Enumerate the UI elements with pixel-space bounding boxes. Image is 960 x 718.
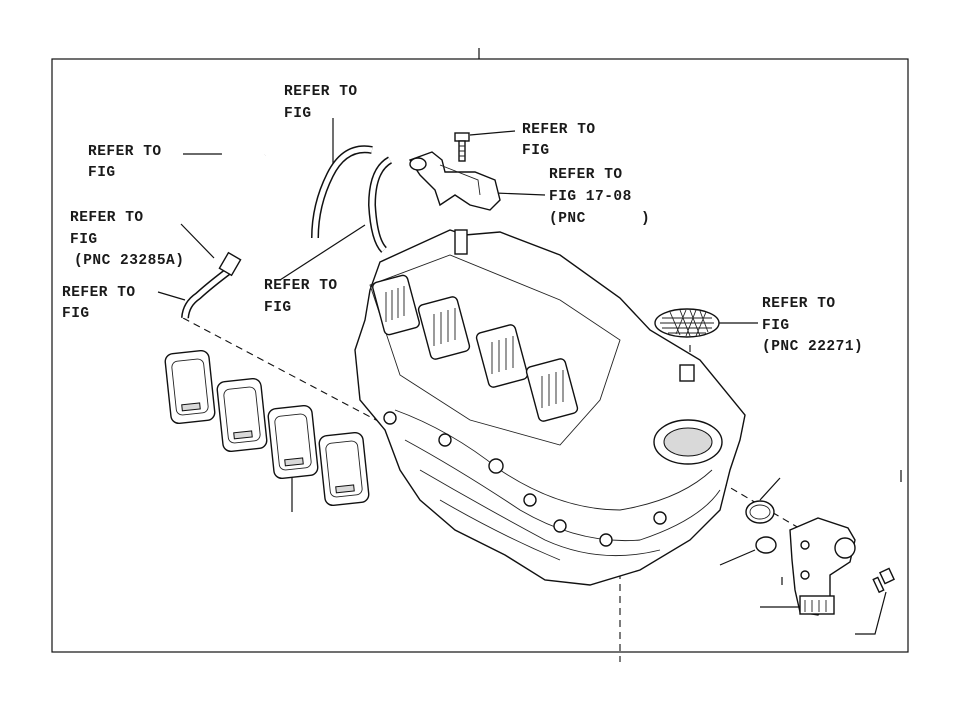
callout-hose-low: REFER TO FIG	[62, 285, 136, 322]
bolt-top	[454, 132, 470, 162]
hose-vsv-lower	[181, 251, 242, 319]
svg-text:FIG: FIG	[522, 143, 550, 159]
svg-text:FIG: FIG	[88, 165, 116, 181]
svg-text:REFER TO: REFER TO	[522, 122, 596, 138]
svg-text:REFER TO: REFER TO	[62, 285, 136, 301]
svg-text:FIG: FIG	[264, 300, 292, 316]
svg-text:REFER TO: REFER TO	[549, 167, 623, 183]
svg-text:(PNC ): (PNC )	[549, 211, 650, 227]
hose-top-left	[222, 135, 269, 256]
o-ring	[745, 500, 775, 524]
svg-text:(PNC 22271): (PNC 22271)	[762, 339, 863, 355]
svg-text:FIG 17-08: FIG 17-08	[549, 189, 632, 205]
leader-lines	[157, 118, 887, 635]
throttle-gasket	[654, 308, 720, 338]
callout-gasket: REFER TO FIG (PNC 22271)	[762, 296, 863, 355]
svg-text:FIG: FIG	[762, 318, 790, 334]
diagram-frame	[51, 58, 909, 653]
bracket-sensor	[408, 151, 501, 211]
throttle-sensor	[789, 517, 856, 616]
bolt-right	[872, 567, 895, 594]
pipe-center-left	[311, 145, 373, 239]
callout-pipe-mid: REFER TO FIG	[264, 278, 338, 316]
svg-text:REFER TO: REFER TO	[762, 296, 836, 312]
callout-hose-left: REFER TO FIG	[88, 144, 162, 181]
port-gaskets	[164, 349, 370, 507]
svg-text:REFER TO: REFER TO	[264, 278, 338, 294]
svg-text:FIG: FIG	[284, 106, 312, 122]
callout-bolt: REFER TO FIG	[522, 122, 596, 159]
svg-text:REFER TO: REFER TO	[70, 210, 144, 226]
pipe-center-right	[367, 156, 393, 253]
svg-text:(PNC 23285A): (PNC 23285A)	[74, 253, 184, 269]
intake-manifold	[354, 229, 746, 586]
svg-text:REFER TO: REFER TO	[284, 84, 358, 100]
svg-text:FIG: FIG	[70, 232, 98, 248]
plug	[755, 536, 777, 554]
svg-text:REFER TO: REFER TO	[88, 144, 162, 160]
svg-text:FIG: FIG	[62, 306, 90, 322]
callout-bracket: REFER TO FIG 17-08 (PNC )	[549, 167, 650, 227]
callout-vsv: REFER TO FIG (PNC 23285A)	[70, 210, 184, 269]
callout-hose-top: REFER TO FIG	[284, 84, 358, 122]
